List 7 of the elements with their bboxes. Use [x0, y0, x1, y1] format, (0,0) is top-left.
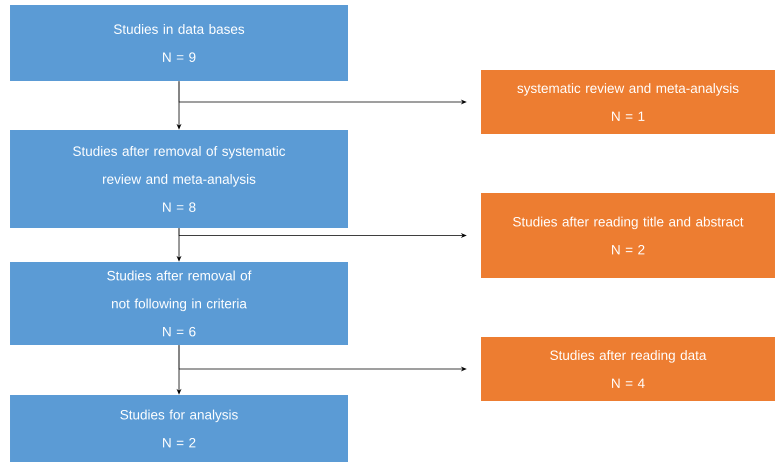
process-box: Studies after reading data N = 4: [481, 336, 775, 401]
process-box: systematic review and meta-analysis N = 1: [481, 70, 775, 134]
process-box: Studies after reading title and abstract N = 2: [481, 193, 775, 278]
process-box: Studies after removal of systematic review and meta-analysis N = 8: [10, 130, 348, 228]
process-box: Studies in data bases N = 9: [10, 5, 348, 81]
process-box: Studies after removal of not following in criteria N = 6: [10, 262, 348, 345]
process-box: Studies for analysis N = 2: [10, 394, 348, 462]
